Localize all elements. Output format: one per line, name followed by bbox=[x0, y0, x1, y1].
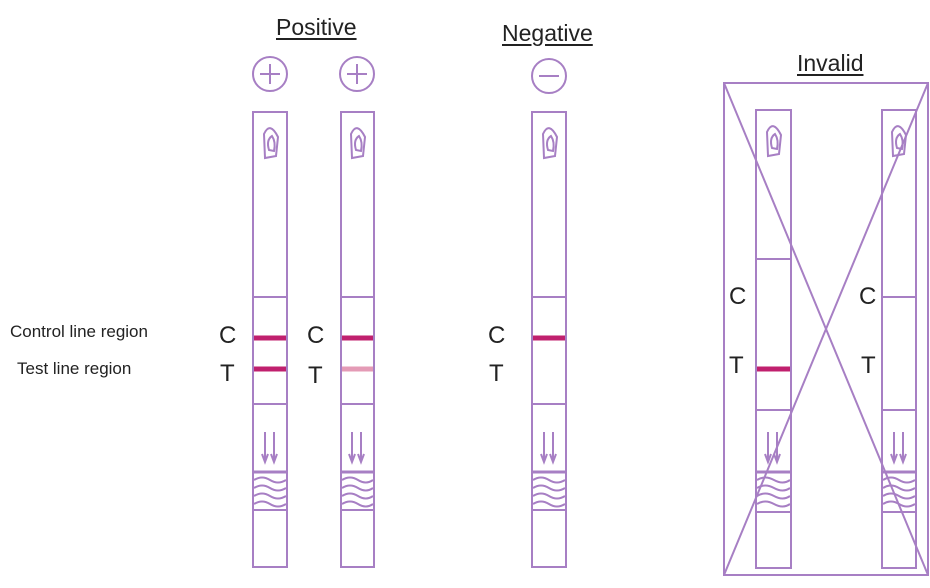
down-arrows-icon bbox=[540, 432, 557, 465]
c-letter: C bbox=[219, 322, 237, 349]
t-letter: T bbox=[489, 360, 504, 387]
control-line-region-label: Control line region bbox=[10, 322, 148, 341]
down-arrows-icon bbox=[261, 432, 278, 465]
t-letter: T bbox=[861, 352, 876, 379]
wave-lines-icon bbox=[532, 476, 566, 508]
test-line-region-label: Test line region bbox=[17, 359, 132, 378]
plus-circle-icon bbox=[339, 56, 375, 92]
test-strip bbox=[252, 111, 288, 568]
drop-well-icon bbox=[262, 127, 280, 160]
drop-well-icon bbox=[765, 125, 783, 158]
wave-lines-icon bbox=[882, 476, 916, 508]
test-strip bbox=[755, 109, 792, 569]
heading-invalid: Invalid bbox=[797, 50, 864, 76]
c-letter: C bbox=[859, 283, 877, 310]
test-strip bbox=[340, 111, 375, 568]
c-letter: C bbox=[307, 322, 325, 349]
c-letter: C bbox=[729, 283, 747, 310]
plus-circle-icon bbox=[252, 56, 288, 92]
drop-well-icon bbox=[349, 127, 367, 160]
heading-positive: Positive bbox=[276, 14, 357, 40]
invalid-cross-icon bbox=[723, 82, 929, 576]
down-arrows-icon bbox=[890, 432, 907, 465]
minus-circle-icon bbox=[531, 58, 567, 94]
down-arrows-icon bbox=[764, 432, 781, 465]
wave-lines-icon bbox=[253, 476, 287, 508]
test-strip bbox=[881, 109, 917, 569]
wave-lines-icon bbox=[341, 476, 374, 508]
c-letter: C bbox=[488, 322, 506, 349]
t-letter: T bbox=[220, 360, 235, 387]
down-arrows-icon bbox=[348, 432, 365, 465]
t-letter: T bbox=[729, 352, 744, 379]
t-letter: T bbox=[308, 362, 323, 389]
test-strip bbox=[531, 111, 567, 568]
heading-negative: Negative bbox=[502, 20, 593, 46]
drop-well-icon bbox=[541, 127, 559, 160]
